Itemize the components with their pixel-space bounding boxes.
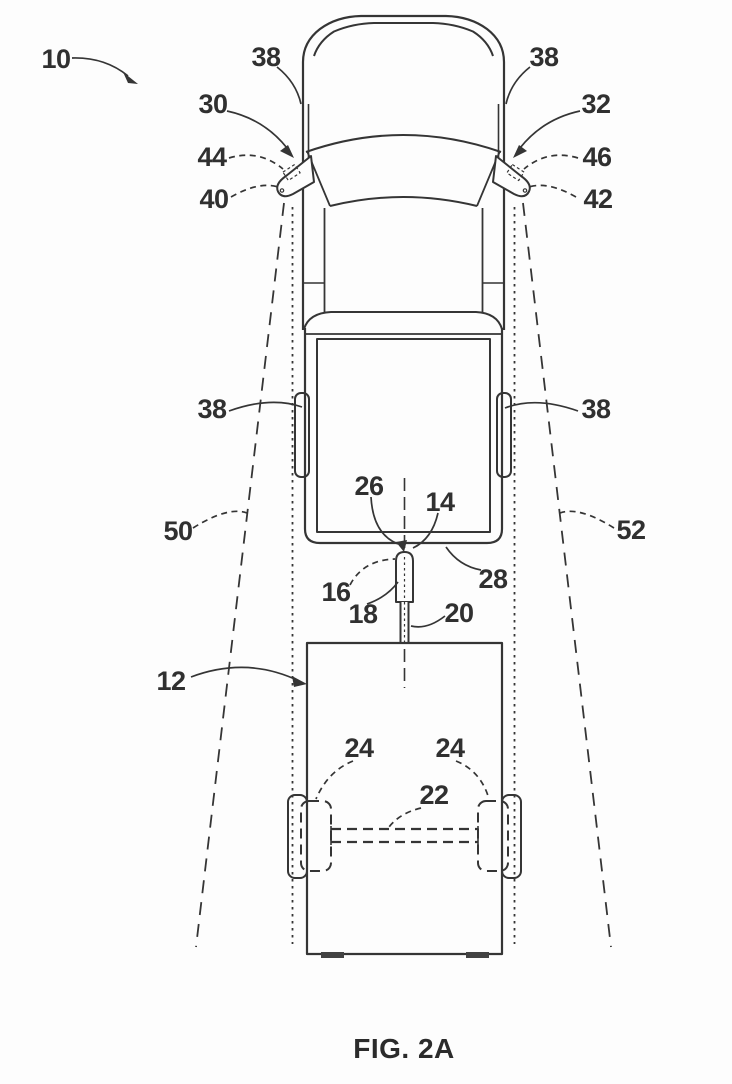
ref-label-14: 14 <box>425 487 455 517</box>
truck-windshield-cowl <box>305 134 502 153</box>
hitch-assembly <box>395 551 414 643</box>
left-mirror <box>276 155 315 198</box>
truck-bed <box>303 328 504 545</box>
ref-label-16: 16 <box>321 577 351 607</box>
bed-inner-outline <box>316 338 491 533</box>
leader-42 <box>528 184 577 198</box>
fov-right-outer-line <box>522 202 612 948</box>
hitch-drawbar-fill <box>400 602 409 643</box>
leader-30 <box>226 110 288 149</box>
right-mirror-pivot <box>522 188 528 193</box>
hitch-drawbar-sides <box>399 602 410 643</box>
leader-38-top-left <box>276 66 302 105</box>
ref-label-12: 12 <box>156 666 185 696</box>
ref-label-30: 30 <box>198 89 227 119</box>
ref-label-24-left: 24 <box>344 733 374 763</box>
leader-14 <box>412 512 439 549</box>
leader-12-arrowhead <box>292 676 307 687</box>
leader-24-right <box>455 760 490 800</box>
trailer-box <box>305 641 504 956</box>
leader-44 <box>228 154 284 170</box>
leader-18 <box>366 581 399 605</box>
leader-50 <box>192 510 248 529</box>
ref-label-38-top-left: 38 <box>251 42 281 72</box>
leader-38-mid-left <box>228 401 303 412</box>
ref-label-46: 46 <box>582 142 612 172</box>
trailer-fender-right <box>501 794 522 879</box>
ref-label-40: 40 <box>199 184 228 214</box>
leader-10 <box>71 57 129 77</box>
leader-38-mid-right <box>504 401 579 412</box>
trailer-foot-left <box>321 952 344 958</box>
leader-22 <box>388 807 422 828</box>
ref-label-38-mid-left: 38 <box>197 394 227 424</box>
ref-label-42: 42 <box>583 184 612 214</box>
truck-hood-inner-line <box>313 22 494 57</box>
leader-52 <box>559 510 615 529</box>
left-mirror-camera-icon <box>282 163 301 182</box>
ref-label-28: 28 <box>478 564 508 594</box>
ref-label-38-top-right: 38 <box>529 42 559 72</box>
reference-numerals: 10 38 38 30 32 44 46 40 42 38 38 50 52 2… <box>41 42 646 810</box>
trailer-fender-left <box>287 794 308 879</box>
leader-28 <box>445 546 482 571</box>
left-mirror-pivot <box>279 188 285 193</box>
leader-30-arrowhead <box>280 145 294 158</box>
figure-caption: FIG. 2A <box>353 1033 455 1064</box>
ref-label-38-mid-right: 38 <box>581 394 611 424</box>
leader-20 <box>410 615 446 628</box>
leader-38-top-right <box>505 66 531 105</box>
leader-26-arrowhead <box>396 540 407 552</box>
right-mirror-housing <box>492 155 531 198</box>
truck-roof-front-line <box>329 196 478 207</box>
leader-lines <box>71 57 615 828</box>
truck <box>301 14 506 330</box>
ref-label-24-right: 24 <box>435 733 465 763</box>
ref-label-22: 22 <box>419 780 448 810</box>
ref-label-10: 10 <box>41 44 70 74</box>
truck-body-outline <box>301 14 506 330</box>
ref-label-26: 26 <box>354 471 384 501</box>
ref-label-50: 50 <box>163 516 192 546</box>
leader-46 <box>523 154 579 170</box>
leader-24-left <box>315 760 354 800</box>
leader-12 <box>190 666 300 682</box>
leader-26 <box>370 496 399 545</box>
trailer <box>305 641 504 958</box>
ref-label-18: 18 <box>348 599 378 629</box>
leader-10-arrowhead <box>123 72 138 84</box>
ref-label-20: 20 <box>444 598 473 628</box>
ref-label-32: 32 <box>581 89 610 119</box>
ref-label-44: 44 <box>197 142 227 172</box>
leader-32 <box>519 110 581 149</box>
fov-left-outer-line <box>195 202 285 948</box>
leader-40 <box>230 184 279 198</box>
trailer-foot-right <box>466 952 489 958</box>
hitch-coupler <box>395 551 414 603</box>
ref-label-52: 52 <box>616 515 645 545</box>
trailer-running-gear <box>300 800 509 872</box>
rear-wheel-bulge-right <box>496 392 512 478</box>
camera-field-of-view-lines <box>195 202 612 948</box>
right-mirror <box>492 155 531 198</box>
bed-outer-outline <box>303 328 504 545</box>
truck-cab-rear-line <box>303 311 503 330</box>
leader-16 <box>349 558 396 586</box>
right-mirror-camera-icon <box>506 163 525 182</box>
leader-32-arrowhead <box>513 145 527 158</box>
